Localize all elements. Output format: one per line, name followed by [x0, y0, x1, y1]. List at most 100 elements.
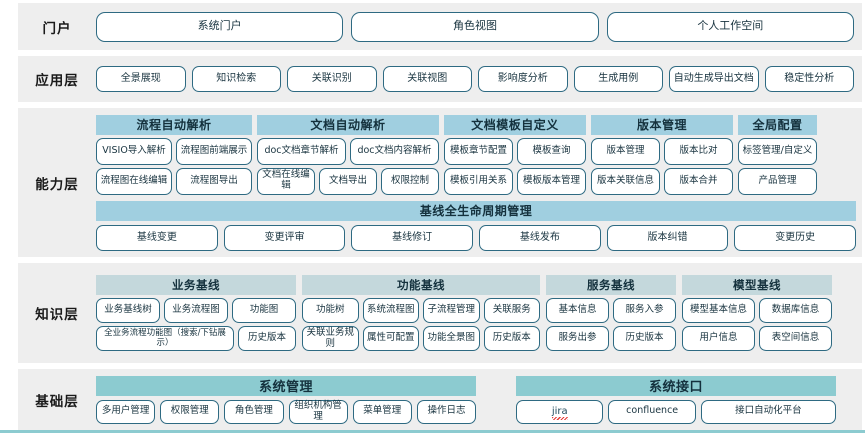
app-item-panorama[interactable]: 全景展现 [96, 66, 186, 92]
base-item-menu-mgmt[interactable]: 菜单管理 [352, 399, 412, 424]
know-item-model-basic-info[interactable]: 模型基本信息 [682, 298, 755, 323]
base-item-org-structure-mgmt[interactable]: 组织机构管理 [288, 399, 348, 424]
layer-capability: 能力层 流程自动解析 VISIO导入解析 流程图前端展示 流程图在线编辑 流程图… [18, 108, 862, 257]
know-item-history-version-biz[interactable]: 历史版本 [238, 326, 296, 351]
know-item-history-version-svc[interactable]: 历史版本 [613, 326, 676, 351]
baseline-item-release[interactable]: 基线发布 [479, 224, 601, 251]
capability-group-doc-template: 文档模板自定义 模板章节配置 模板查询 模板引用关系 模板版本管理 [444, 114, 586, 195]
group-title-doc-parse: 文档自动解析 [257, 114, 439, 135]
app-item-relation-view[interactable]: 关联视图 [382, 66, 472, 92]
app-item-knowledge-search[interactable]: 知识检索 [191, 66, 281, 92]
baseline-item-change[interactable]: 基线变更 [96, 224, 218, 251]
group-title-system-interface: 系统接口 [516, 375, 836, 396]
layer-body-foundation: 系统管理 多用户管理 权限管理 角色管理 组织机构管理 菜单管理 操作日志 系统… [96, 372, 862, 428]
know-item-related-business-rule[interactable]: 关联业务规则 [302, 326, 359, 351]
baseline-item-version-correction[interactable]: 版本纠错 [606, 224, 729, 251]
app-item-relation-recognition[interactable]: 关联识别 [287, 66, 377, 92]
base-item-role-mgmt[interactable]: 角色管理 [224, 399, 284, 424]
baseline-item-revision[interactable]: 基线修订 [351, 224, 474, 251]
cap-item-template-version-mgmt[interactable]: 模板版本管理 [517, 167, 586, 195]
capability-row: 文档在线编辑 文档导出 权限控制 [257, 167, 439, 195]
group-title-model-baseline: 模型基线 [682, 275, 832, 295]
knowledge-group-business-baseline: 业务基线 业务基线树 业务流程图 功能图 全业务流程功能图（搜索/下钻展示） 历… [96, 275, 296, 351]
base-item-api-automation-platform[interactable]: 接口自动化平台 [700, 399, 836, 424]
know-item-business-flowchart[interactable]: 业务流程图 [164, 298, 228, 323]
cap-item-flowchart-frontend-display[interactable]: 流程图前端展示 [176, 137, 252, 165]
cap-item-version-compare[interactable]: 版本比对 [664, 137, 733, 165]
know-item-function-tree[interactable]: 功能树 [302, 298, 359, 323]
cap-item-flowchart-online-edit[interactable]: 流程图在线编辑 [96, 167, 172, 195]
layer-label-foundation: 基础层 [35, 393, 79, 410]
foundation-group-system-mgmt: 系统管理 多用户管理 权限管理 角色管理 组织机构管理 菜单管理 操作日志 [96, 375, 477, 424]
capability-group-doc-parse: 文档自动解析 doc文档章节解析 doc文档内容解析 文档在线编辑 文档导出 权… [257, 114, 439, 195]
capability-row: 模板章节配置 模板查询 [444, 137, 586, 165]
baseline-item-change-review[interactable]: 变更评审 [223, 224, 346, 251]
cap-item-template-query[interactable]: 模板查询 [517, 137, 586, 165]
layer-portal: 门户 系统门户 角色视图 个人工作空间 [18, 3, 862, 50]
know-item-user-info[interactable]: 用户信息 [682, 326, 755, 351]
know-item-related-service[interactable]: 关联服务 [483, 298, 540, 323]
capability-group-version-mgmt: 版本管理 版本管理 版本比对 版本关联信息 版本合并 [591, 114, 733, 195]
cap-item-version-relation-info[interactable]: 版本关联信息 [591, 167, 660, 195]
cap-item-tag-management[interactable]: 标签管理/自定义 [738, 137, 817, 165]
app-item-generate-case[interactable]: 生成用例 [573, 66, 663, 92]
know-item-attribute-configurable[interactable]: 属性可配置 [362, 326, 419, 351]
portal-item-role-view[interactable]: 角色视图 [351, 11, 599, 42]
app-item-auto-export-doc[interactable]: 自动生成导出文档 [669, 66, 759, 92]
know-item-service-basic-info[interactable]: 基本信息 [546, 298, 609, 323]
capability-row: doc文档章节解析 doc文档内容解析 [257, 137, 439, 165]
know-item-history-version-fun[interactable]: 历史版本 [483, 326, 540, 351]
cap-item-doc-content-parse[interactable]: doc文档内容解析 [350, 137, 439, 165]
group-title-flow-parse: 流程自动解析 [96, 114, 252, 135]
know-item-function-panorama[interactable]: 功能全景图 [423, 326, 480, 351]
base-item-jira[interactable]: jira [516, 399, 604, 424]
group-title-global-config: 全局配置 [738, 114, 817, 135]
knowledge-group-service-baseline: 服务基线 基本信息 服务入参 服务出参 历史版本 [546, 275, 676, 351]
foundation-group-system-interface: 系统接口 jira confluence 接口自动化平台 [516, 375, 836, 424]
foundation-row: jira confluence 接口自动化平台 [516, 399, 836, 424]
knowledge-group-list: 业务基线 业务基线树 业务流程图 功能图 全业务流程功能图（搜索/下钻展示） 历… [96, 275, 856, 351]
foundation-group-list: 系统管理 多用户管理 权限管理 角色管理 组织机构管理 菜单管理 操作日志 系统… [96, 375, 856, 424]
layer-foundation: 基础层 系统管理 多用户管理 权限管理 角色管理 组织机构管理 菜单管理 操作日… [18, 369, 862, 430]
cap-item-flowchart-export[interactable]: 流程图导出 [176, 167, 252, 195]
know-item-service-output-params[interactable]: 服务出参 [546, 326, 609, 351]
base-item-operation-log[interactable]: 操作日志 [416, 399, 477, 424]
capability-row: VISIO导入解析 流程图前端展示 [96, 137, 252, 165]
know-item-system-flowchart[interactable]: 系统流程图 [362, 298, 419, 323]
cap-item-version-management[interactable]: 版本管理 [591, 137, 660, 165]
know-item-function-chart[interactable]: 功能图 [232, 298, 296, 323]
bottom-accent-bar [0, 430, 865, 433]
know-item-service-input-params[interactable]: 服务入参 [613, 298, 676, 323]
group-title-version-mgmt: 版本管理 [591, 114, 733, 135]
knowledge-row: 关联业务规则 属性可配置 功能全景图 历史版本 [302, 326, 540, 351]
cap-item-visio-import-parse[interactable]: VISIO导入解析 [96, 137, 172, 165]
knowledge-row: 用户信息 表空间信息 [682, 326, 832, 351]
app-item-stability-analysis[interactable]: 稳定性分析 [764, 66, 854, 92]
cap-item-doc-export[interactable]: 文档导出 [319, 167, 377, 195]
know-item-subprocess-mgmt[interactable]: 子流程管理 [423, 298, 480, 323]
know-item-business-baseline-tree[interactable]: 业务基线树 [96, 298, 160, 323]
group-title-service-baseline: 服务基线 [546, 275, 676, 295]
group-title-system-mgmt: 系统管理 [96, 375, 476, 396]
know-item-tablespace-info[interactable]: 表空间信息 [759, 326, 832, 351]
cap-item-version-merge[interactable]: 版本合并 [664, 167, 733, 195]
base-item-multi-user-mgmt[interactable]: 多用户管理 [96, 399, 156, 424]
cap-item-doc-chapter-parse[interactable]: doc文档章节解析 [257, 137, 346, 165]
cap-item-permission-control[interactable]: 权限控制 [381, 167, 439, 195]
knowledge-row: 服务出参 历史版本 [546, 326, 676, 351]
cap-item-product-management[interactable]: 产品管理 [738, 167, 817, 195]
base-item-permission-mgmt[interactable]: 权限管理 [160, 399, 220, 424]
cap-item-template-reference[interactable]: 模板引用关系 [444, 167, 513, 195]
layer-knowledge: 知识层 业务基线 业务基线树 业务流程图 功能图 全业务流程功能图（搜索/下钻展… [18, 263, 862, 363]
cap-item-template-chapter-config[interactable]: 模板章节配置 [444, 137, 513, 165]
app-item-impact-analysis[interactable]: 影响度分析 [478, 66, 568, 92]
knowledge-row: 全业务流程功能图（搜索/下钻展示） 历史版本 [96, 326, 296, 351]
portal-item-personal-workspace[interactable]: 个人工作空间 [606, 11, 854, 42]
know-item-full-business-flow-function-chart[interactable]: 全业务流程功能图（搜索/下钻展示） [96, 326, 234, 351]
base-item-confluence[interactable]: confluence [608, 399, 696, 424]
layer-label-application: 应用层 [35, 73, 79, 89]
cap-item-doc-online-edit[interactable]: 文档在线编辑 [257, 167, 315, 195]
know-item-database-info[interactable]: 数据库信息 [759, 298, 832, 323]
portal-item-system-portal[interactable]: 系统门户 [96, 11, 344, 42]
baseline-item-change-history[interactable]: 变更历史 [734, 224, 857, 251]
